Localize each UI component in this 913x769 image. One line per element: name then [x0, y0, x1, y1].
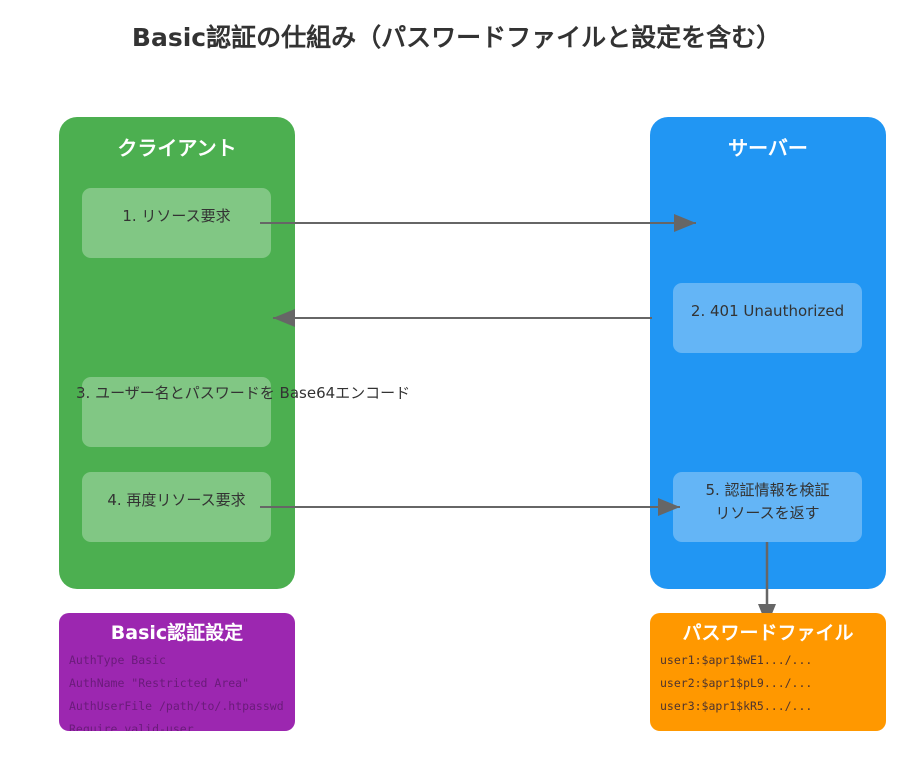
password-file-title: パスワードファイル	[682, 622, 854, 644]
step-3-label: 3. ユーザー名とパスワードを Base64エンコード	[76, 384, 411, 402]
config-line: AuthUserFile /path/to/.htpasswd	[69, 699, 284, 713]
password-entry: user2:$apr1$pL9.../...	[660, 676, 813, 690]
password-entry: user3:$apr1$kR5.../...	[660, 699, 813, 713]
step-2-401-unauthorized: 2. 401 Unauthorized	[673, 283, 862, 353]
password-file-box: パスワードファイル user1:$apr1$wE1.../... user2:$…	[650, 613, 886, 731]
step-5-verify-credentials: 5. 認証情報を検証 リソースを返す	[673, 472, 862, 542]
step-4-re-request: 4. 再度リソース要求	[82, 472, 271, 542]
basic-auth-config-title: Basic認証設定	[110, 622, 244, 644]
basic-auth-config-lines: AuthType Basic AuthName "Restricted Area…	[69, 649, 284, 731]
client-title: クライアント	[117, 136, 237, 160]
step-3-base64-encode: 3. ユーザー名とパスワードを Base64エンコード	[76, 377, 410, 447]
config-line: AuthName "Restricted Area"	[69, 676, 250, 690]
config-line: AuthType Basic	[69, 653, 166, 667]
step-1-resource-request: 1. リソース要求	[82, 188, 271, 258]
diagram-title: Basic認証の仕組み（パスワードファイルと設定を含む）	[131, 23, 782, 52]
password-entry: user1:$apr1$wE1.../...	[660, 653, 813, 667]
config-line: Require valid-user	[69, 722, 194, 731]
server-title: サーバー	[728, 136, 808, 160]
basic-auth-config-box: Basic認証設定 AuthType Basic AuthName "Restr…	[59, 613, 295, 731]
password-file-lines: user1:$apr1$wE1.../... user2:$apr1$pL9..…	[660, 649, 812, 718]
